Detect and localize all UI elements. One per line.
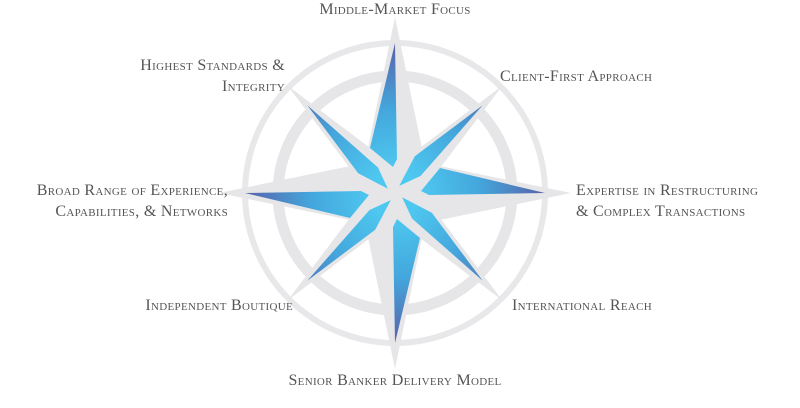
compass-star bbox=[245, 43, 545, 343]
label-international-reach: International Reach bbox=[512, 297, 652, 314]
label-independent-boutique: Independent Boutique bbox=[145, 297, 293, 314]
star-arm-northeast bbox=[399, 105, 483, 186]
label-senior-banker-delivery-model: Senior Banker Delivery Model bbox=[288, 372, 502, 389]
star-arm-northwest bbox=[307, 105, 388, 189]
star-arm-south bbox=[393, 219, 420, 343]
label-line: Expertise in Restructuring bbox=[576, 182, 759, 199]
label-middle-market-focus: Middle-Market Focus bbox=[319, 1, 471, 18]
star-arm-southwest bbox=[307, 200, 391, 281]
label-line: Broad Range of Experience, bbox=[36, 182, 228, 199]
star-arm-north bbox=[370, 43, 397, 167]
star-arm-southeast bbox=[402, 197, 483, 281]
star-arm-east bbox=[421, 168, 545, 195]
label-client-first-approach: Client-First Approach bbox=[500, 68, 653, 85]
label-highest-standards: Highest Standards & Integrity bbox=[60, 55, 285, 97]
label-broad-range: Broad Range of Experience, Capabilities,… bbox=[0, 180, 228, 222]
star-arm-west bbox=[245, 191, 369, 218]
label-expertise-restructuring: Expertise in Restructuring & Complex Tra… bbox=[576, 180, 758, 222]
label-line: Capabilities, & Networks bbox=[55, 203, 228, 220]
label-line: Integrity bbox=[221, 78, 285, 95]
label-line: Highest Standards & bbox=[140, 57, 285, 74]
label-line: & Complex Transactions bbox=[576, 203, 746, 220]
